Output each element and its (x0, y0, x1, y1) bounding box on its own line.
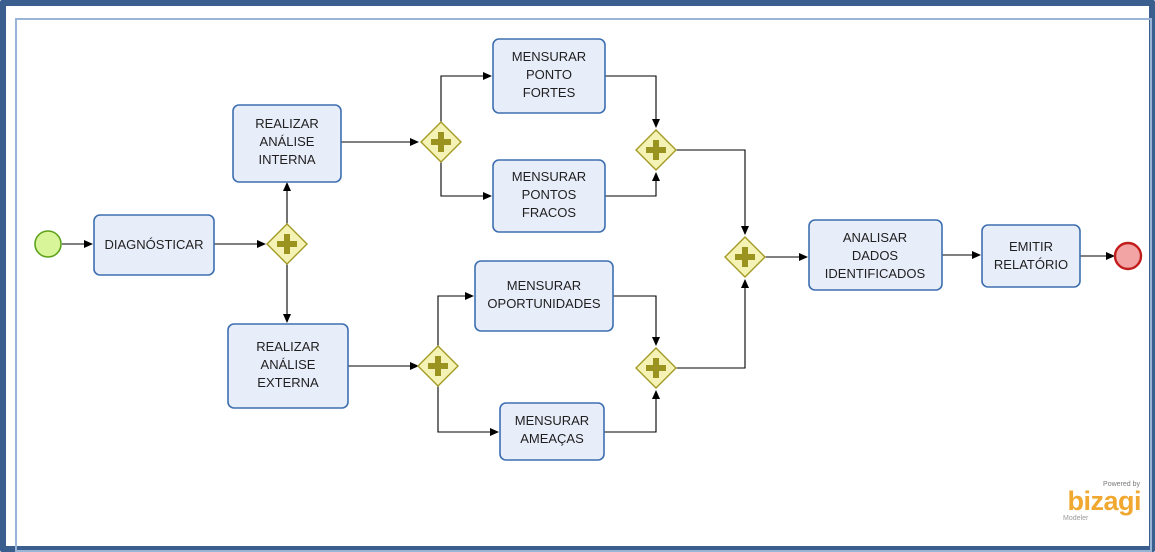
flow-gateway-ameacas (437, 386, 499, 436)
task-mensurar-ameacas[interactable]: MENSURAR AMEAÇAS (499, 402, 605, 461)
plus-icon (646, 140, 666, 160)
task-label-line: EMITIR (1009, 239, 1053, 254)
task-label-line: ANÁLISE (260, 134, 315, 149)
task-label-line: DADOS (852, 248, 899, 263)
task-analisar-dados[interactable]: ANALISAR DADOS IDENTIFICADOS (808, 219, 943, 291)
parallel-gateway-join-final[interactable] (724, 236, 766, 278)
flow-gateway-pontos-fortes (440, 72, 492, 122)
svg-text:DIAGNÓSTICAR: DIAGNÓSTICAR (105, 237, 204, 252)
task-analise-externa[interactable]: REALIZAR ANÁLISE EXTERNA (227, 323, 349, 409)
parallel-gateway-join-internal[interactable] (635, 129, 677, 171)
flow-external-join-final (676, 279, 749, 369)
task-label-line: REALIZAR (255, 116, 319, 131)
task-label-line: RELATÓRIO (994, 257, 1068, 272)
sequence-flows (62, 72, 1115, 436)
flow-internal-join-final (676, 149, 749, 235)
task-label-line: MENSURAR (507, 278, 581, 293)
task-label-line: MENSURAR (515, 413, 589, 428)
task-label-line: IDENTIFICADOS (825, 266, 926, 281)
logo-wordmark: bizagi (1067, 486, 1141, 516)
modeler-text: Modeler (1063, 515, 1089, 522)
task-label-line: FRACOS (522, 205, 577, 220)
task-diagnosticar[interactable]: DIAGNÓSTICAR (93, 214, 215, 276)
task-label-line: EXTERNA (257, 375, 319, 390)
parallel-gateway-split-external[interactable] (417, 345, 459, 387)
task-mensurar-pontos-fortes[interactable]: MENSURAR PONTO FORTES (492, 38, 606, 114)
task-label-line: FORTES (523, 85, 576, 100)
plus-icon (735, 247, 755, 267)
powered-by-text: Powered by (1103, 481, 1140, 488)
parallel-gateway-split-main[interactable] (266, 223, 308, 265)
flow-gateway-oportunidades (437, 292, 474, 346)
task-mensurar-pontos-fracos[interactable]: MENSURAR PONTOS FRACOS (492, 159, 606, 233)
task-label-line: PONTOS (522, 187, 577, 202)
task-label-line: MENSURAR (512, 49, 586, 64)
plus-icon (646, 358, 666, 378)
task-label-line: REALIZAR (256, 339, 320, 354)
plus-icon (277, 234, 297, 254)
task-label-line: ANÁLISE (261, 357, 316, 372)
flow-fortes-gateway (605, 75, 660, 128)
bizagi-logo: Powered by bizagi Modeler (1063, 481, 1142, 522)
task-label-line: MENSURAR (512, 169, 586, 184)
task-label-line: OPORTUNIDADES (487, 296, 600, 311)
parallel-gateway-split-internal[interactable] (420, 121, 462, 163)
task-label-line: INTERNA (258, 152, 315, 167)
task-mensurar-oportunidades[interactable]: MENSURAR OPORTUNIDADES (474, 260, 614, 332)
task-label-line: DIAGNÓSTICAR (105, 237, 204, 252)
task-label-line: AMEAÇAS (520, 431, 584, 446)
flow-ameacas-gateway (604, 390, 660, 433)
plus-icon (428, 356, 448, 376)
parallel-gateway-join-external[interactable] (635, 347, 677, 389)
plus-icon (431, 132, 451, 152)
task-label-line: PONTO (526, 67, 572, 82)
flow-oportunidades-gateway (613, 295, 660, 346)
flow-gateway-pontos-fracos (440, 162, 492, 200)
end-event[interactable] (1113, 241, 1143, 271)
task-analise-interna[interactable]: REALIZAR ANÁLISE INTERNA (232, 104, 342, 183)
flow-fracos-gateway (605, 172, 660, 197)
task-label-line: ANALISAR (843, 230, 907, 245)
diagram-canvas-border (15, 18, 1152, 552)
task-emitir-relatorio[interactable]: EMITIR RELATÓRIO (981, 224, 1081, 288)
start-event[interactable] (34, 230, 62, 258)
